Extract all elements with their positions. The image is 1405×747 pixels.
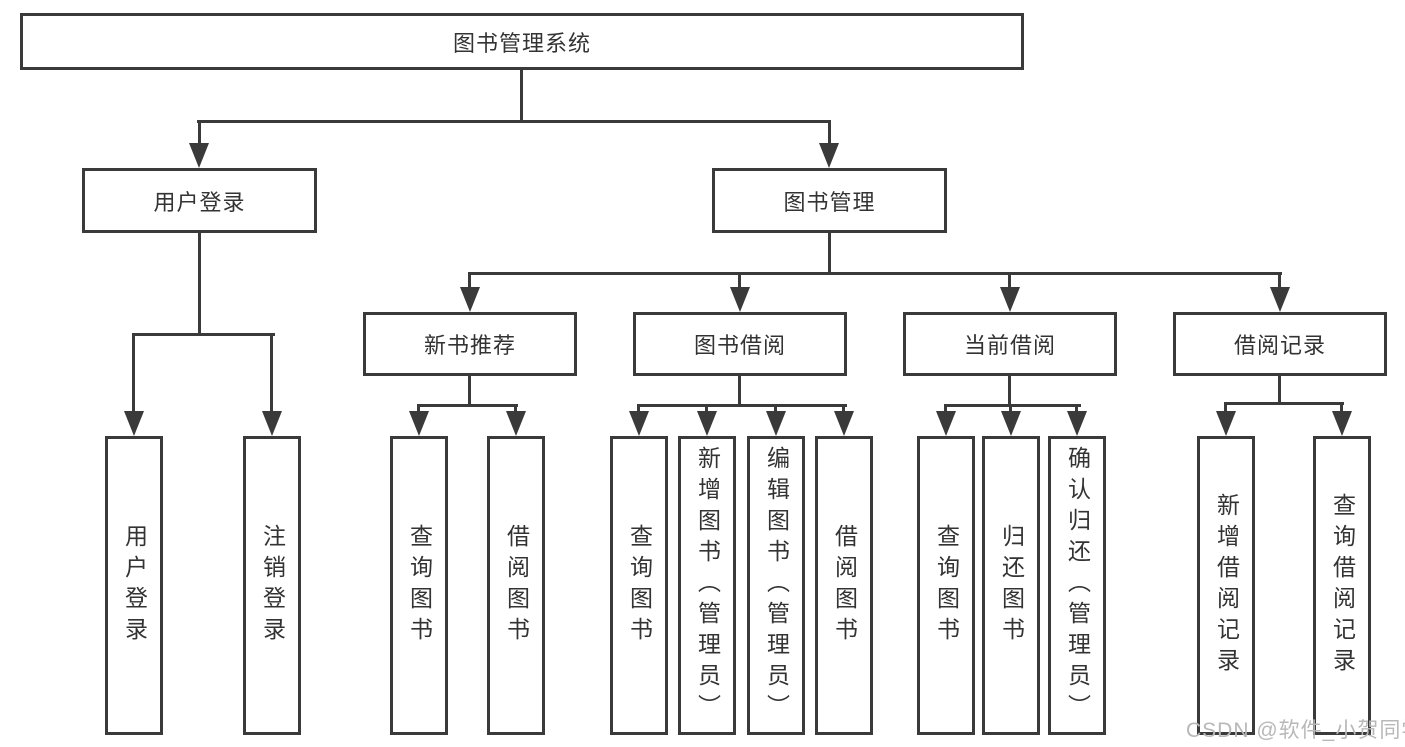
leaf-borrow-books: 借阅图书 (815, 436, 873, 735)
leaf-label: 归还图书 (998, 523, 1025, 648)
leaf-label: 新增借阅记录 (1213, 492, 1240, 679)
leaf-edit-books-admin: 编辑图书（管理员） (747, 436, 805, 735)
line-segment (197, 120, 831, 123)
arrow-down-icon (409, 411, 429, 436)
line-segment (637, 404, 847, 407)
line-segment (1224, 402, 1344, 405)
watermark: CSDN @软件_小贺同学 (1186, 719, 1405, 742)
arrow-down-icon (262, 411, 282, 436)
line-segment (417, 404, 420, 414)
leaf-label: 借阅图书 (831, 523, 858, 648)
line-segment (1009, 404, 1012, 414)
arrow-down-icon (834, 411, 854, 436)
line-segment (468, 272, 1282, 275)
arrow-down-icon (1332, 411, 1352, 436)
leaf-label: 编辑图书（管理员） (763, 446, 790, 725)
leaf-label: 查询图书 (406, 523, 433, 648)
arrow-down-icon (936, 411, 956, 436)
line-segment (520, 70, 523, 123)
node-borrowing-records: 借阅记录 (1173, 312, 1387, 376)
arrow-down-icon (1067, 411, 1087, 436)
leaf-user-login: 用户登录 (105, 436, 163, 735)
arrow-down-icon (189, 143, 209, 168)
line-segment (1340, 402, 1343, 414)
node-new-book-recommendation: 新书推荐 (363, 312, 577, 376)
line-segment (417, 404, 518, 407)
arrow-down-icon (697, 411, 717, 436)
leaf-query-books-borrow: 查询图书 (610, 436, 668, 735)
line-segment (738, 375, 741, 407)
line-segment (828, 120, 831, 146)
node-label: 当前借阅 (963, 333, 1056, 358)
line-segment (270, 333, 273, 413)
line-segment (468, 272, 471, 289)
line-segment (944, 404, 947, 414)
line-segment (468, 375, 471, 407)
leaf-add-borrow-record: 新增借阅记录 (1197, 436, 1255, 735)
arrow-down-icon (506, 411, 526, 436)
arrow-down-icon (766, 411, 786, 436)
node-current-borrowing: 当前借阅 (903, 312, 1117, 376)
line-segment (842, 404, 845, 414)
node-label: 图书管理 (783, 189, 876, 215)
node-user-login: 用户登录 (82, 168, 317, 233)
arrow-down-icon (1000, 287, 1020, 312)
line-segment (198, 233, 201, 336)
line-segment (1278, 375, 1281, 405)
arrow-down-icon (1216, 411, 1236, 436)
line-segment (705, 404, 708, 414)
node-book-management: 图书管理 (712, 168, 947, 233)
line-segment (132, 333, 135, 413)
leaf-label: 查询借阅记录 (1329, 492, 1356, 679)
leaf-label: 查询图书 (626, 523, 653, 648)
leaf-label: 借阅图书 (503, 523, 530, 648)
leaf-return-books: 归还图书 (982, 436, 1040, 735)
leaf-borrow-books-recommend: 借阅图书 (487, 436, 545, 735)
node-label: 新书推荐 (423, 333, 516, 358)
line-segment (637, 404, 640, 414)
line-segment (1075, 404, 1078, 414)
arrow-down-icon (124, 411, 144, 436)
node-label: 借阅记录 (1233, 333, 1326, 358)
line-segment (514, 404, 517, 414)
node-library-management-system: 图书管理系统 (20, 13, 1024, 70)
line-segment (828, 233, 831, 275)
leaf-label: 新增图书（管理员） (694, 446, 721, 725)
leaf-query-books-recommend: 查询图书 (390, 436, 448, 735)
node-label: 图书管理系统 (452, 30, 591, 56)
leaf-label: 查询图书 (933, 523, 960, 648)
node-book-borrowing: 图书借阅 (633, 312, 847, 376)
arrow-down-icon (1001, 411, 1021, 436)
leaf-confirm-return-admin: 确认归还（管理员） (1048, 436, 1106, 735)
leaf-label: 用户登录 (121, 523, 148, 648)
line-segment (1224, 402, 1227, 414)
leaf-logout-login: 注销登录 (243, 436, 301, 735)
line-segment (738, 272, 741, 289)
line-segment (944, 404, 1081, 407)
leaf-query-borrow-record: 查询借阅记录 (1313, 436, 1371, 735)
arrow-down-icon (730, 287, 750, 312)
arrow-down-icon (1270, 287, 1290, 312)
line-segment (132, 333, 275, 336)
line-segment (1008, 272, 1011, 289)
line-segment (1278, 272, 1281, 289)
leaf-label: 确认归还（管理员） (1064, 446, 1091, 725)
leaf-add-books-admin: 新增图书（管理员） (678, 436, 736, 735)
node-label: 图书借阅 (693, 333, 786, 358)
arrow-down-icon (629, 411, 649, 436)
leaf-label: 注销登录 (259, 523, 286, 648)
arrow-down-icon (819, 143, 839, 168)
line-segment (774, 404, 777, 414)
line-segment (198, 120, 201, 146)
arrow-down-icon (460, 287, 480, 312)
line-segment (1008, 375, 1011, 407)
leaf-query-books-current: 查询图书 (917, 436, 975, 735)
node-label: 用户登录 (153, 189, 246, 215)
